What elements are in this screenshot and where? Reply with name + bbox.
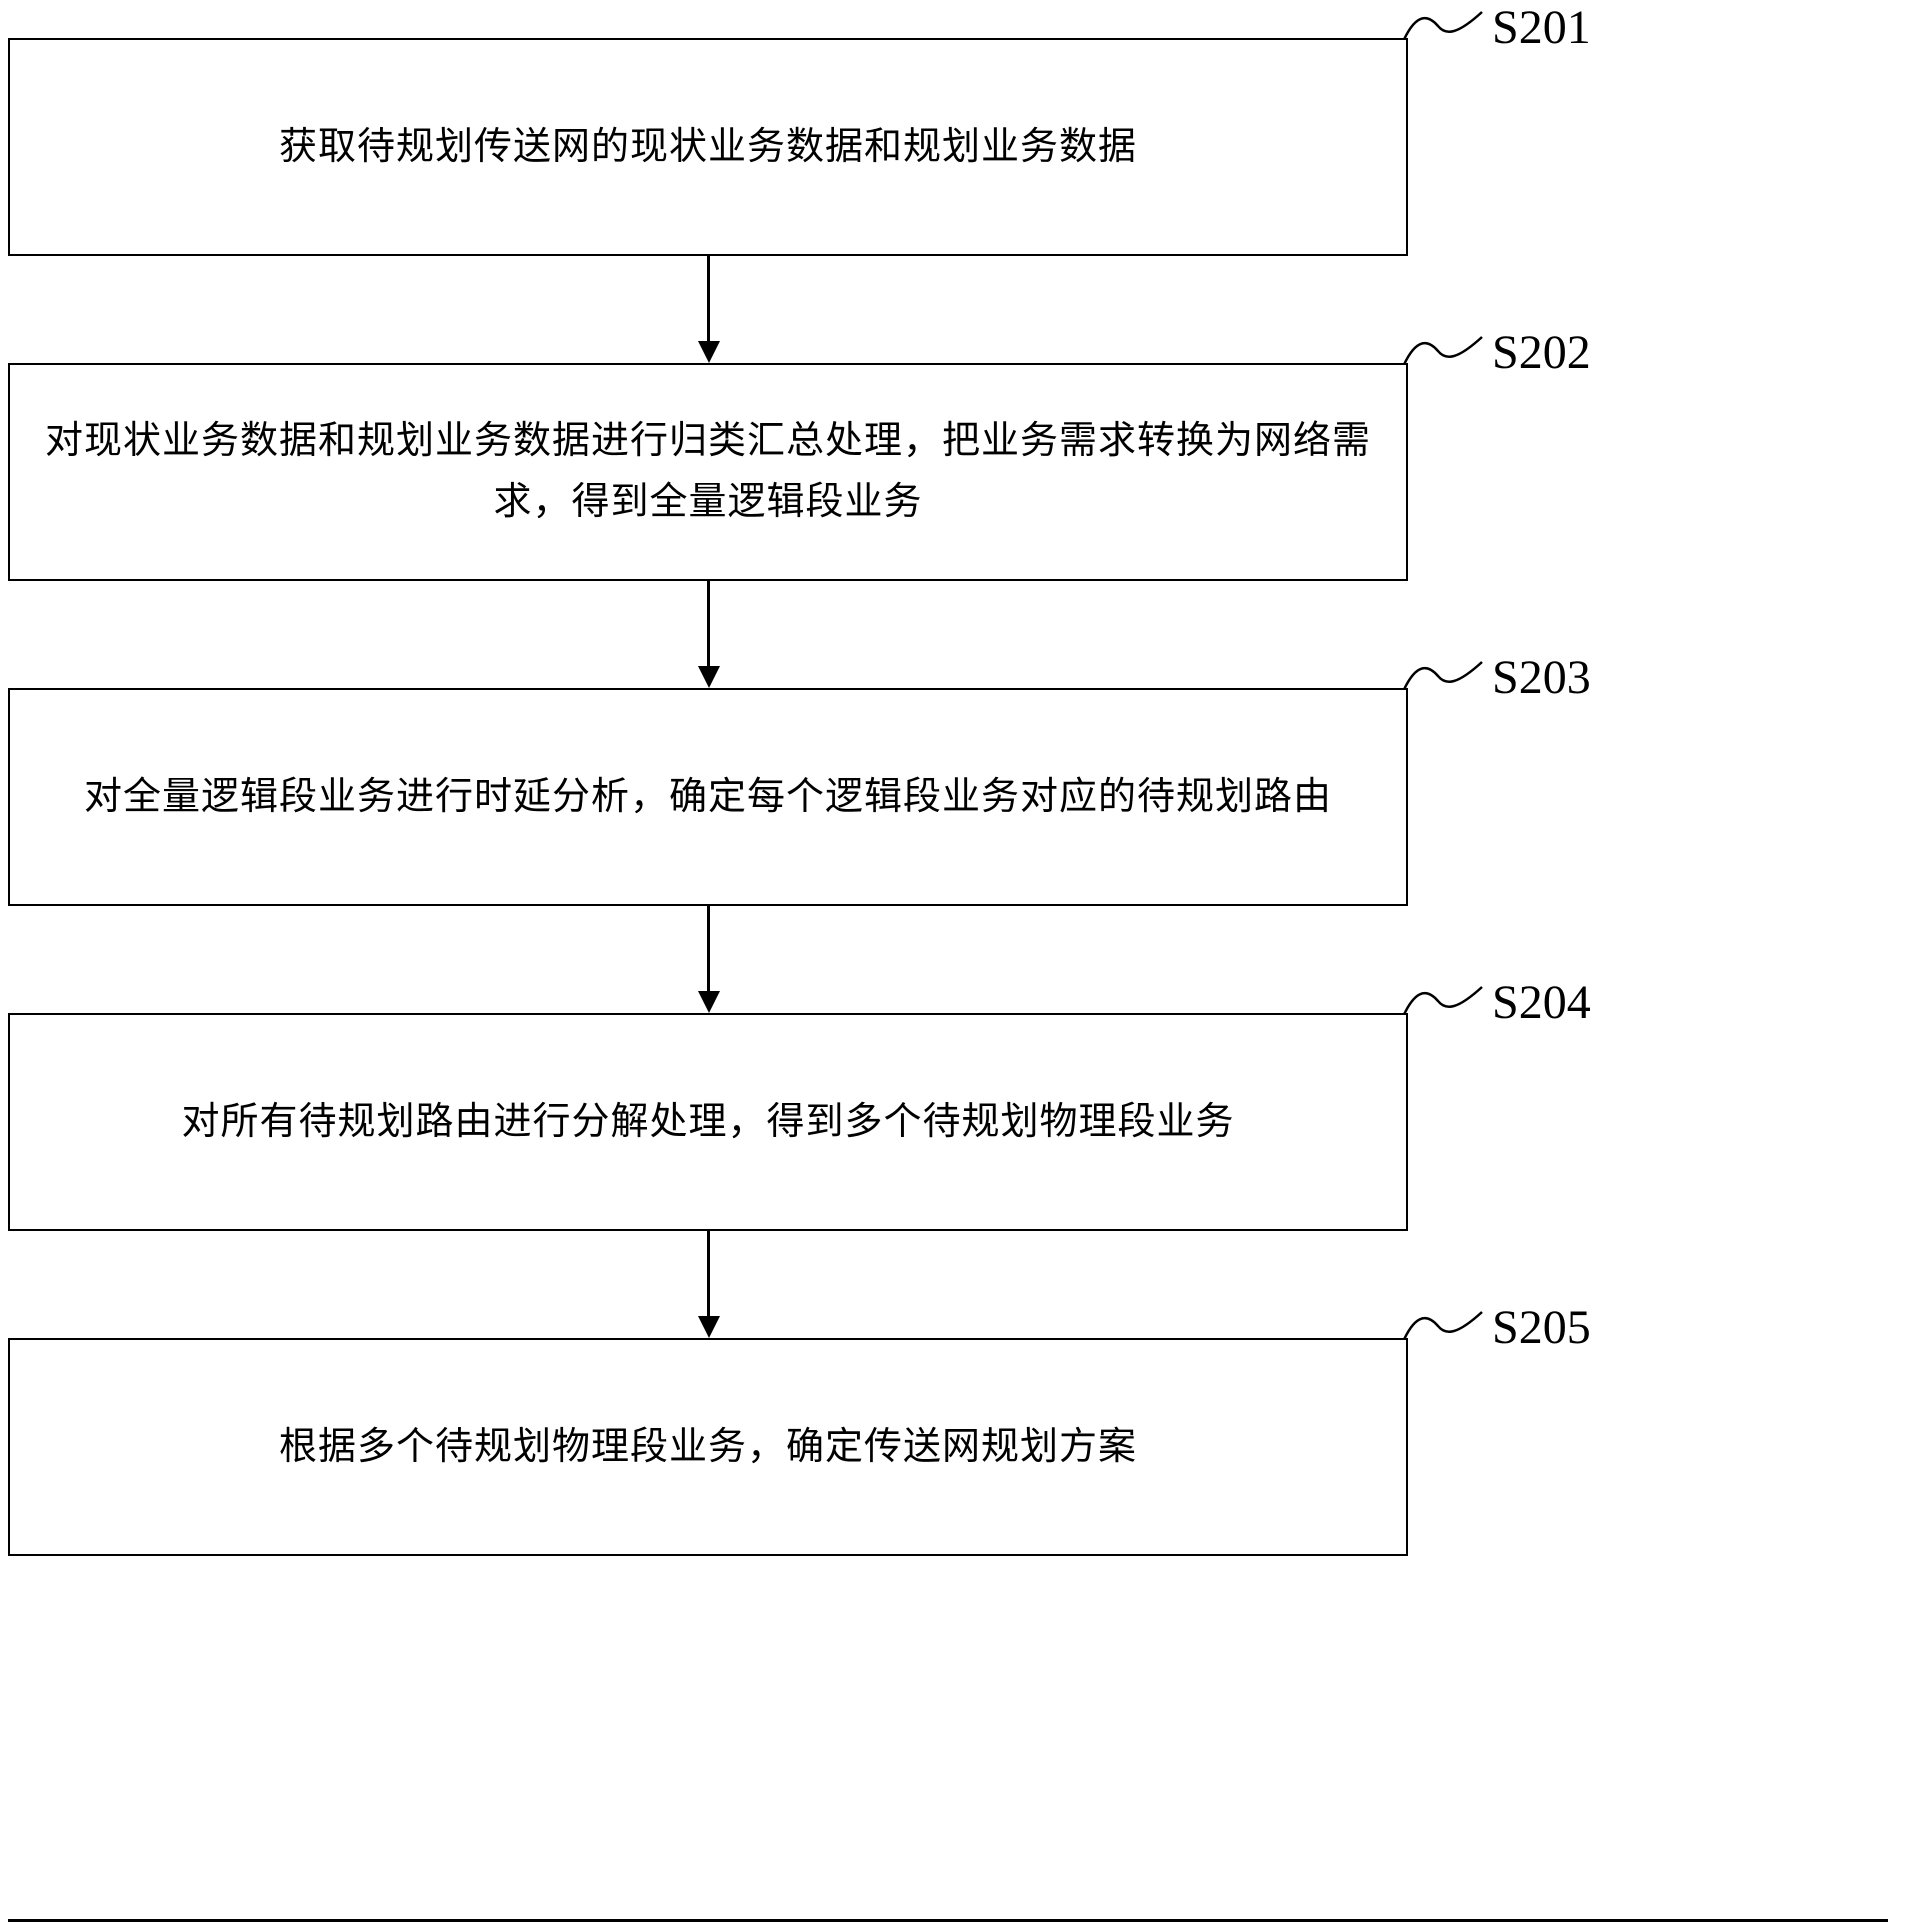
- flow-step-box-4: 对所有待规划路由进行分解处理，得到多个待规划物理段业务: [8, 1013, 1408, 1231]
- down-arrow-icon: [707, 906, 710, 991]
- partial-bottom-line: [8, 1919, 1888, 1922]
- step-label-s202: S202: [1492, 326, 1591, 379]
- flow-step-box-5: 根据多个待规划物理段业务，确定传送网规划方案: [8, 1338, 1408, 1556]
- step-label-s203: S203: [1492, 651, 1591, 704]
- squiggle-connector-icon: [1400, 661, 1483, 695]
- down-arrow-icon: [707, 1231, 710, 1316]
- down-arrow-icon: [707, 581, 710, 666]
- squiggle-connector-icon: [1400, 986, 1483, 1020]
- squiggle-connector-icon: [1400, 336, 1483, 370]
- squiggle-connector-icon: [1400, 11, 1483, 45]
- flow-step-box-3: 对全量逻辑段业务进行时延分析，确定每个逻辑段业务对应的待规划路由: [8, 688, 1408, 906]
- squiggle-connector-icon: [1400, 1311, 1483, 1345]
- step-label-s205: S205: [1492, 1301, 1591, 1354]
- step-label-s204: S204: [1492, 976, 1591, 1029]
- flow-step-box-1: 获取待规划传送网的现状业务数据和规划业务数据: [8, 38, 1408, 256]
- step-text: 对所有待规划路由进行分解处理，得到多个待规划物理段业务: [181, 1100, 1235, 1143]
- step-text: 对现状业务数据和规划业务数据进行归类汇总处理，把业务需求转换为网络需求，得到全量…: [44, 420, 1371, 523]
- flow-step-box-2: 对现状业务数据和规划业务数据进行归类汇总处理，把业务需求转换为网络需求，得到全量…: [8, 363, 1408, 581]
- step-text: 对全量逻辑段业务进行时延分析，确定每个逻辑段业务对应的待规划路由: [83, 775, 1332, 818]
- step-text: 根据多个待规划物理段业务，确定传送网规划方案: [278, 1425, 1137, 1468]
- step-text: 获取待规划传送网的现状业务数据和规划业务数据: [278, 125, 1137, 168]
- down-arrow-icon: [707, 256, 710, 341]
- step-label-s201: S201: [1492, 1, 1591, 54]
